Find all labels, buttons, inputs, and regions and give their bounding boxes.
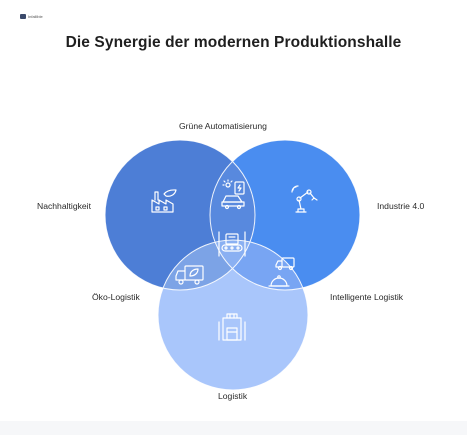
smart-car-charging-icon xyxy=(221,179,245,210)
label-logistik: Logistik xyxy=(218,391,248,401)
brand-logo-text: Infallible xyxy=(28,14,43,19)
warehouse-boxes-icon xyxy=(218,313,246,341)
robot-arm-icon xyxy=(291,185,318,213)
brand-logo-mark xyxy=(20,14,26,19)
eco-truck-icon xyxy=(175,265,204,285)
brand-logo: Infallible xyxy=(20,14,43,19)
label-industrie-40: Industrie 4.0 xyxy=(377,201,425,211)
factory-leaf-icon xyxy=(151,189,177,213)
page-title: Die Synergie der modernen Produktionshal… xyxy=(65,34,402,51)
overlap-intelligente-logistik xyxy=(210,240,308,290)
label-nachhaltigkeit: Nachhaltigkeit xyxy=(37,201,91,211)
label-oeko-logistik: Öko-Logistik xyxy=(92,292,140,302)
conveyor-box-icon xyxy=(218,231,246,257)
label-intelligente-logistik: Intelligente Logistik xyxy=(330,292,404,302)
delivery-truck-dome-icon xyxy=(268,257,295,287)
footer-band xyxy=(0,421,467,435)
overlap-oeko-logistik xyxy=(158,240,255,290)
label-gruene-automatisierung: Grüne Automatisierung xyxy=(179,121,267,131)
